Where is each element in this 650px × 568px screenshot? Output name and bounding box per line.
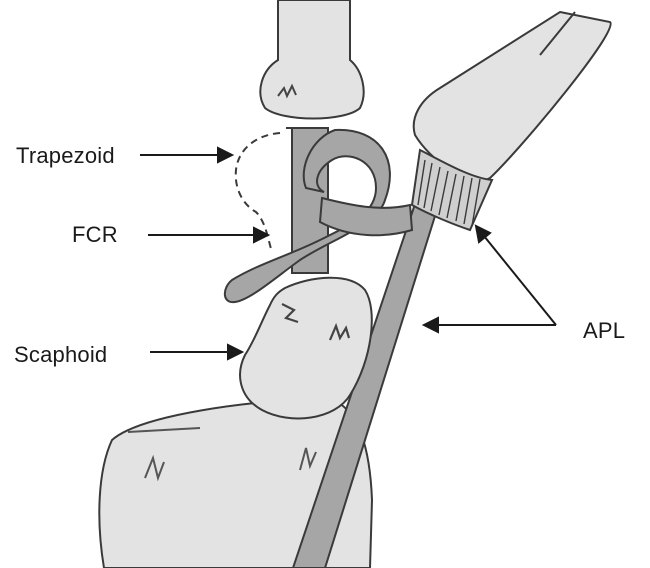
- scaphoid-arrow-head: [228, 345, 242, 359]
- apl-arrow-upper: [484, 236, 556, 325]
- label-scaphoid: Scaphoid: [14, 342, 107, 368]
- label-trapezoid: Trapezoid: [16, 143, 115, 169]
- label-apl: APL: [583, 318, 625, 344]
- metacarpal-bone: [260, 0, 363, 119]
- trapezoid-arrow-head: [218, 148, 232, 162]
- tendon-slip-to-apl: [320, 198, 412, 235]
- apl-arrow-lower-head: [424, 318, 438, 332]
- label-fcr: FCR: [72, 222, 118, 248]
- thumb-metacarpal-bone: [414, 12, 611, 181]
